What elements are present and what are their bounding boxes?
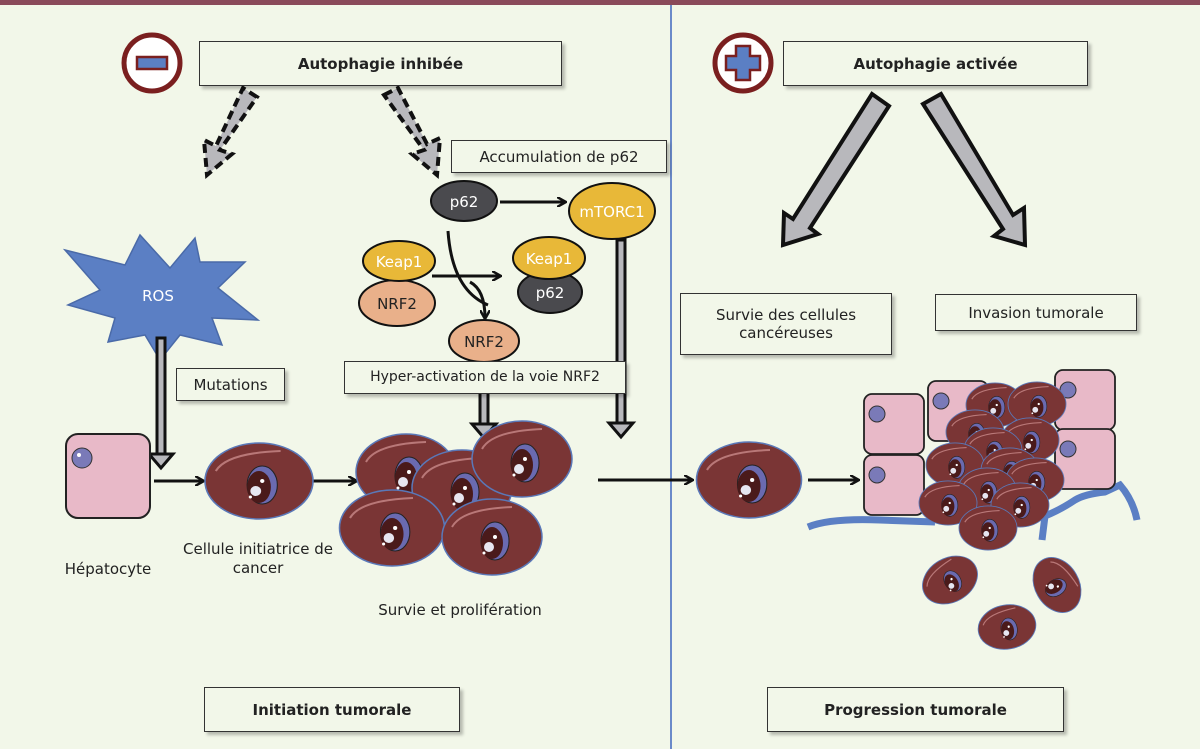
metastatic-cells (913, 545, 1092, 655)
dashed-arrow-to-p62 (380, 85, 443, 180)
panel-divider (670, 5, 672, 749)
dashed-arrow-to-ros (201, 85, 260, 180)
proliferating-cells (338, 420, 573, 576)
to-free-nrf2-arrow (469, 280, 485, 318)
keap1-p62-complex (512, 236, 586, 314)
keap1-label-b: Keap1 (526, 250, 573, 268)
p62-curve (446, 230, 489, 307)
survival-proliferation-label: Survie et prolifération (378, 601, 542, 619)
tumor-initiation-footer: Initiation tumorale (204, 687, 460, 732)
mtorc1-protein (568, 182, 656, 240)
plus-icon (712, 32, 774, 94)
ros-to-hepatocyte-arrow (145, 336, 177, 471)
autophagy-inhibited-header: Autophagie inhibée (199, 41, 562, 86)
mtorc1-to-cells-arrow (605, 238, 637, 440)
p62-label-b: p62 (536, 284, 565, 302)
keap1-label-a: Keap1 (376, 253, 423, 271)
p62-protein (430, 180, 498, 222)
progressing-cancer-cell (695, 440, 803, 520)
p62-label: p62 (450, 193, 479, 211)
nrf2-hyperactivation-box: Hyper-activation de la voie NRF2 (344, 361, 626, 394)
arrow-to-invasion (920, 91, 1028, 248)
nrf2-label-a: NRF2 (377, 295, 417, 313)
autophagy-activated-header: Autophagie activée (783, 41, 1088, 86)
top-bar (0, 0, 1200, 5)
arrow-to-survival (780, 91, 892, 248)
ros-starburst (62, 233, 261, 362)
tumor-invasion-box: Invasion tumorale (935, 294, 1137, 331)
initiating-cancer-cell (203, 441, 315, 521)
nrf2-free-label: NRF2 (464, 333, 504, 351)
tumor-progression-footer: Progression tumorale (767, 687, 1064, 732)
basement-membrane (806, 480, 1141, 541)
keap1-nrf2-complex (358, 240, 436, 327)
hepatocyte-label: Hépatocyte (64, 560, 152, 578)
hepatocyte-cell (65, 433, 151, 519)
mutations-box: Mutations (176, 368, 285, 401)
minus-icon (121, 32, 183, 94)
initiating-cell-label: Cellule initiatrice de cancer (183, 540, 333, 577)
cancer-cell-survival-box: Survie des cellules cancéreuses (680, 293, 892, 355)
mtorc1-label: mTORC1 (579, 203, 644, 221)
ros-label: ROS (142, 287, 174, 305)
p62-accumulation-box: Accumulation de p62 (451, 140, 667, 173)
